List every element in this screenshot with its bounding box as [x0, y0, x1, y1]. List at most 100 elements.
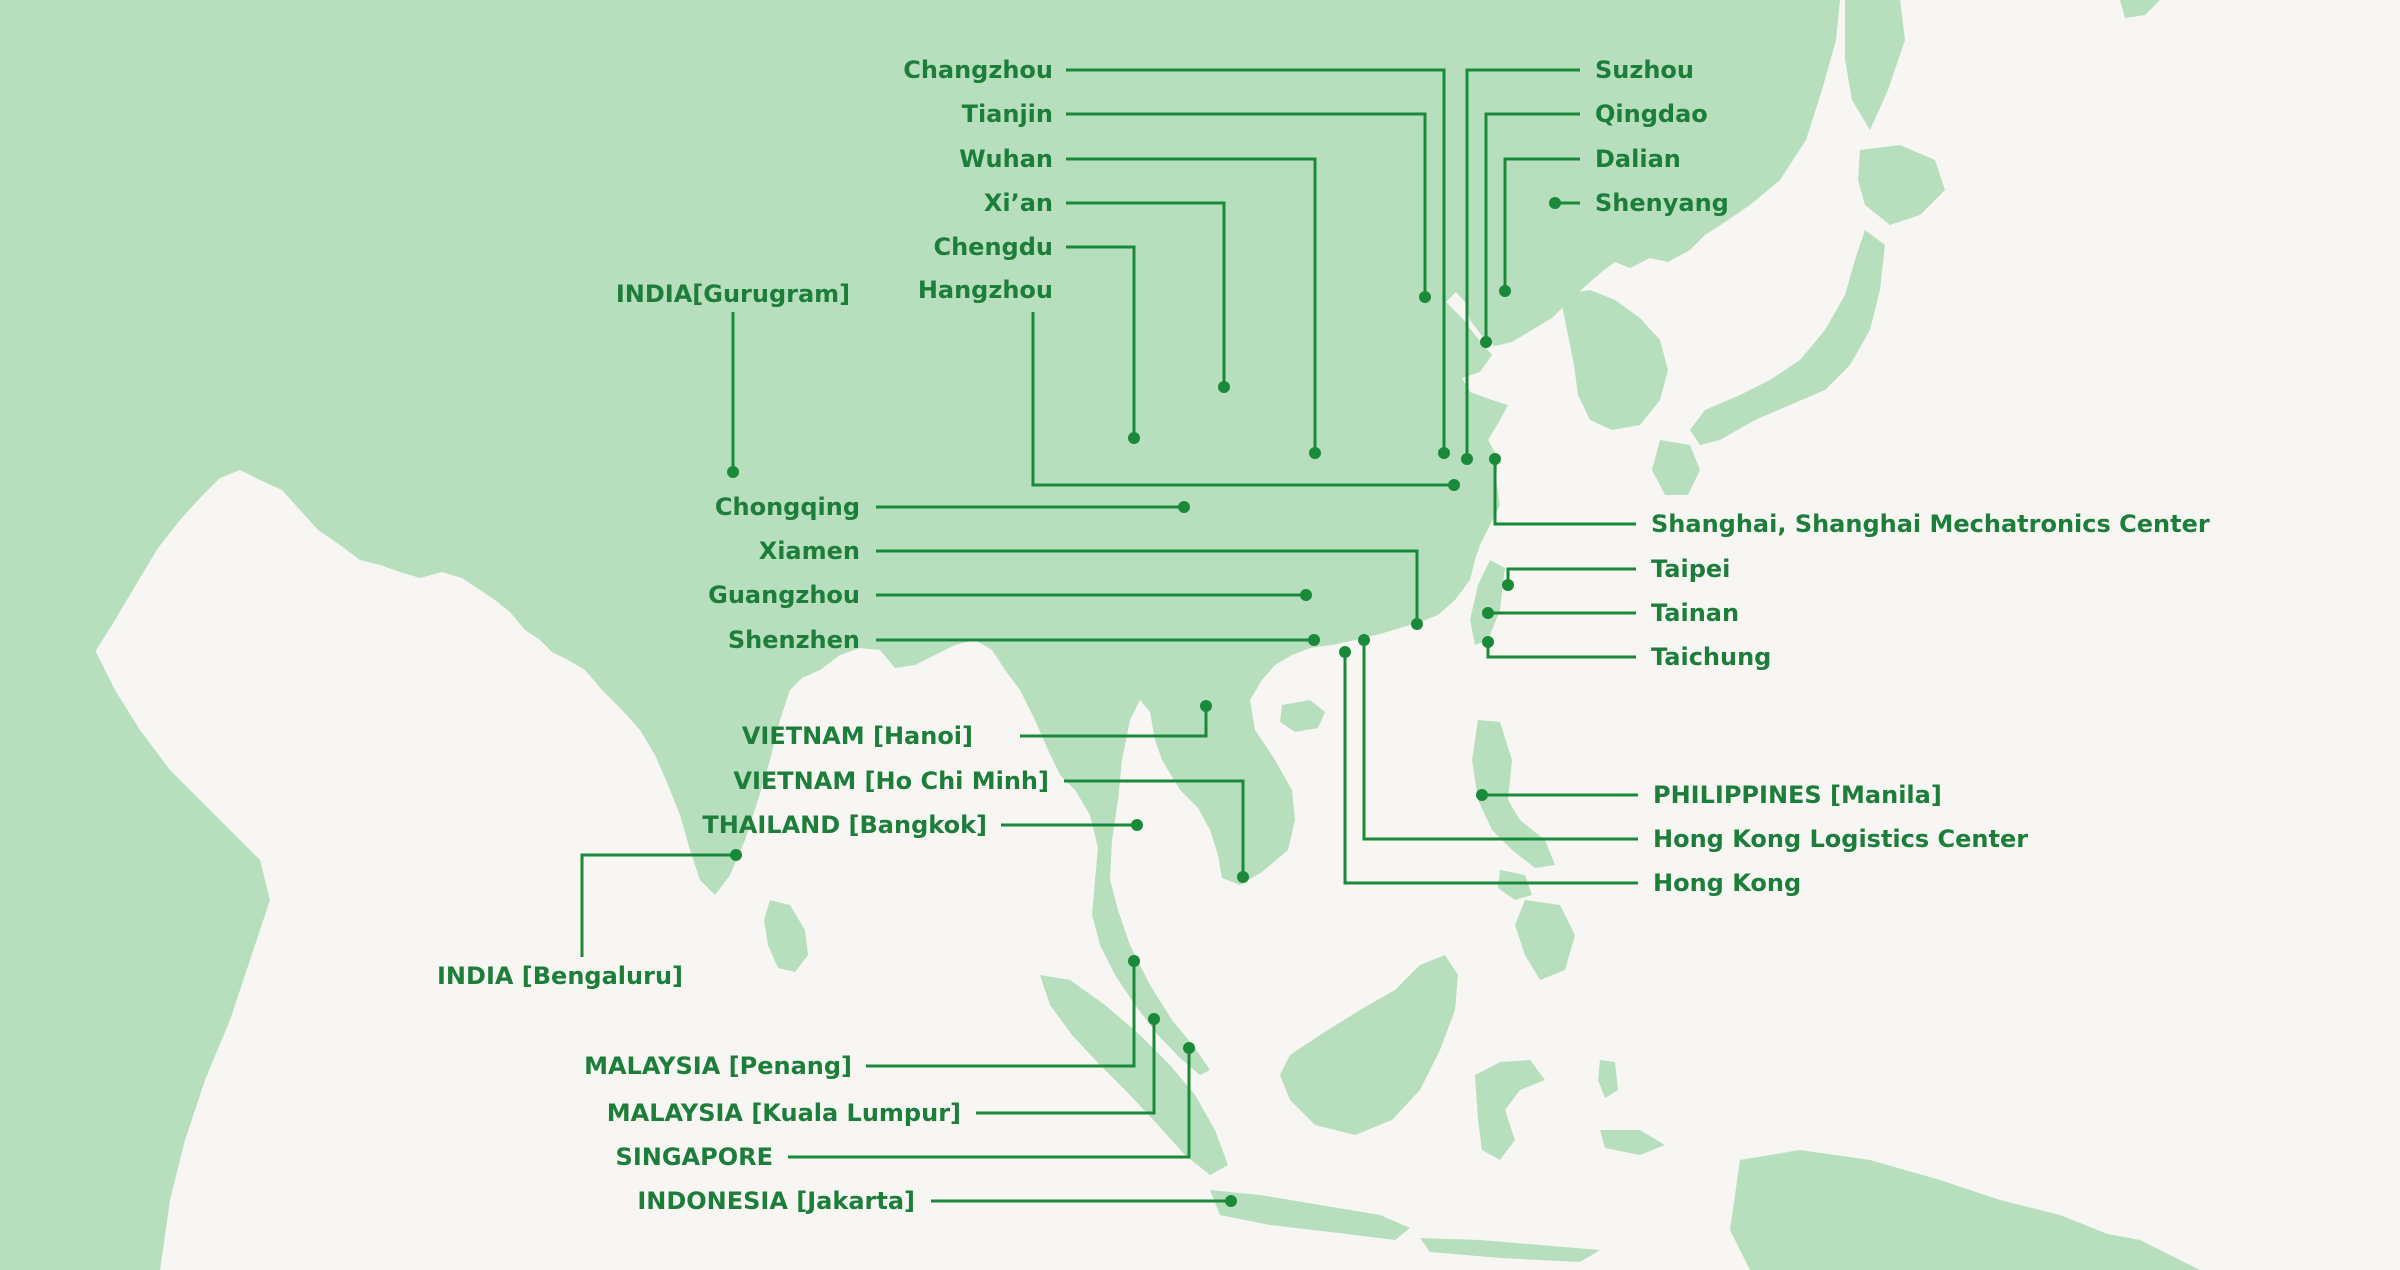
- location-label: VIETNAM [Ho Chi Minh]: [733, 767, 1049, 795]
- location-label: Chongqing: [715, 493, 860, 521]
- location-dot[interactable]: [1489, 453, 1501, 465]
- location-dot[interactable]: [1300, 589, 1312, 601]
- location-label: INDIA[Gurugram]: [616, 280, 850, 308]
- location-dot[interactable]: [1308, 634, 1320, 646]
- leader-line: [876, 549, 1419, 624]
- location-philippines-manila: PHILIPPINES [Manila]: [1476, 781, 1942, 809]
- location-dot[interactable]: [1411, 618, 1423, 630]
- location-dot[interactable]: [1438, 447, 1450, 459]
- location-dot[interactable]: [1480, 336, 1492, 348]
- location-hongkong-logistics: Hong Kong Logistics Center: [1358, 634, 2028, 853]
- location-dot[interactable]: [1476, 789, 1488, 801]
- land-russia-east: [2120, 0, 2160, 18]
- location-dot[interactable]: [1339, 646, 1351, 658]
- land-kyushu: [1652, 440, 1700, 495]
- location-chongqing: Chongqing: [715, 493, 1190, 521]
- location-dot[interactable]: [1218, 381, 1230, 393]
- location-label: Hangzhou: [918, 276, 1053, 304]
- location-xian: Xi’an: [984, 189, 1230, 393]
- location-dot[interactable]: [1358, 634, 1370, 646]
- location-shenzhen: Shenzhen: [728, 626, 1320, 654]
- location-dot[interactable]: [1128, 432, 1140, 444]
- land-moluccas: [1598, 1060, 1618, 1098]
- location-label: Dalian: [1595, 145, 1681, 173]
- leader-line: [1066, 68, 1446, 453]
- land-sri-lanka: [764, 900, 808, 972]
- location-dot[interactable]: [1502, 579, 1514, 591]
- location-dot[interactable]: [1461, 453, 1473, 465]
- location-label: INDIA [Bengaluru]: [437, 962, 683, 990]
- location-dot[interactable]: [1128, 955, 1140, 967]
- location-dot[interactable]: [1499, 285, 1511, 297]
- location-dot[interactable]: [727, 466, 739, 478]
- location-dot[interactable]: [1482, 636, 1494, 648]
- location-dot[interactable]: [1419, 291, 1431, 303]
- leader-line: [1064, 779, 1245, 877]
- location-dot[interactable]: [1237, 871, 1249, 883]
- leader-line: [1484, 112, 1580, 342]
- location-shenyang: Shenyang: [1549, 189, 1729, 217]
- location-malaysia-penang: MALAYSIA [Penang]: [584, 955, 1140, 1080]
- location-markers: ChangzhouTianjinWuhanXi’anChengduHangzho…: [437, 56, 2210, 1215]
- land-luzon: [1472, 720, 1555, 868]
- leader-line: [976, 1019, 1156, 1115]
- location-wuhan: Wuhan: [959, 145, 1321, 459]
- location-label: Wuhan: [959, 145, 1053, 173]
- location-suzhou: Suzhou: [1461, 56, 1694, 465]
- location-label: Guangzhou: [708, 581, 860, 609]
- land-visayas: [1498, 870, 1532, 900]
- leader-line: [1020, 706, 1208, 738]
- location-label: Qingdao: [1595, 100, 1708, 128]
- leader-line: [1031, 312, 1454, 487]
- location-label: Taichung: [1651, 643, 1771, 671]
- land-australia: [1960, 1225, 2200, 1270]
- location-dot[interactable]: [1131, 819, 1143, 831]
- location-malaysia-kl: MALAYSIA [Kuala Lumpur]: [607, 1013, 1160, 1127]
- location-dot[interactable]: [1148, 1013, 1160, 1025]
- location-taipei: Taipei: [1502, 555, 1730, 591]
- location-shanghai: Shanghai, Shanghai Mechatronics Center: [1489, 453, 2210, 538]
- location-vietnam-hanoi: VIETNAM [Hanoi]: [742, 700, 1212, 750]
- location-label: Hong Kong: [1653, 869, 1801, 897]
- location-dalian: Dalian: [1499, 145, 1681, 297]
- location-label: Tainan: [1651, 599, 1739, 627]
- leader-line: [1362, 640, 1638, 841]
- location-label: Suzhou: [1595, 56, 1694, 84]
- land-lesser-sunda: [1420, 1238, 1600, 1262]
- location-singapore: SINGAPORE: [616, 1042, 1195, 1171]
- land-masses: [0, 0, 2200, 1270]
- location-label: VIETNAM [Hanoi]: [742, 722, 973, 750]
- leader-line: [788, 1048, 1191, 1159]
- location-label: Hong Kong Logistics Center: [1653, 825, 2028, 853]
- location-changzhou: Changzhou: [903, 56, 1450, 459]
- land-taiwan: [1470, 560, 1505, 645]
- location-label: Xi’an: [984, 189, 1053, 217]
- location-dot[interactable]: [1225, 1195, 1237, 1207]
- location-chengdu: Chengdu: [933, 233, 1140, 444]
- land-halmahera: [1600, 1130, 1665, 1155]
- location-label: Tianjin: [962, 100, 1053, 128]
- location-dot[interactable]: [1200, 700, 1212, 712]
- leader-line: [1343, 652, 1638, 885]
- location-label: Changzhou: [903, 56, 1053, 84]
- location-label: Xiamen: [759, 537, 860, 565]
- location-label: Shenyang: [1595, 189, 1729, 217]
- location-label: THAILAND [Bangkok]: [702, 811, 987, 839]
- land-korea: [1560, 290, 1668, 430]
- location-dot[interactable]: [1309, 447, 1321, 459]
- leader-line: [1066, 157, 1317, 453]
- location-dot[interactable]: [730, 849, 742, 861]
- land-hokkaido: [1858, 145, 1945, 225]
- location-label: Shenzhen: [728, 626, 860, 654]
- location-dot[interactable]: [1178, 501, 1190, 513]
- leader-line: [1066, 112, 1427, 297]
- location-hongkong: Hong Kong: [1339, 646, 1801, 897]
- location-dot[interactable]: [1183, 1042, 1195, 1054]
- location-india-gurugram: INDIA[Gurugram]: [616, 280, 850, 478]
- location-dot[interactable]: [1549, 197, 1561, 209]
- leader-line: [1066, 201, 1226, 387]
- location-dot[interactable]: [1482, 607, 1494, 619]
- location-dot[interactable]: [1448, 479, 1460, 491]
- leader-line: [1503, 157, 1580, 291]
- leader-line: [1066, 245, 1136, 438]
